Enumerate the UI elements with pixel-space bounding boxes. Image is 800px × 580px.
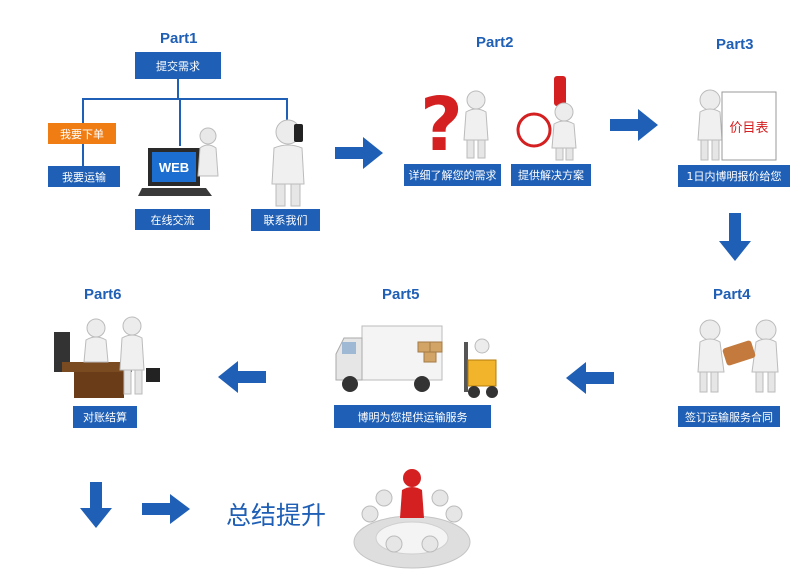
online-chat-box[interactable]: 在线交流 <box>135 209 210 230</box>
provide-solution-box[interactable]: 提供解决方案 <box>511 164 591 186</box>
laptop-person-icon: WEB <box>138 127 219 196</box>
price-list-sign: 价目表 <box>729 121 768 136</box>
learn-needs-box[interactable]: 详细了解您的需求 <box>404 164 501 186</box>
arrow-right-icon <box>610 109 658 141</box>
question-mark-person-icon: ? <box>420 82 489 168</box>
summary-title: 总结提升 <box>226 501 327 530</box>
part6-title: Part6 <box>84 286 122 303</box>
connector-right <box>286 98 288 126</box>
arrow-down-icon <box>80 482 112 528</box>
transport-service-box[interactable]: 博明为您提供运输服务 <box>334 405 491 428</box>
arrow-left-icon <box>218 361 266 393</box>
arrow-right-icon <box>142 494 190 524</box>
svg-text:?: ? <box>420 82 463 168</box>
contract-handshake-icon <box>697 319 779 393</box>
part3-title: Part3 <box>716 36 754 53</box>
arrow-down-icon <box>719 213 751 261</box>
arrow-left-icon <box>566 362 614 394</box>
connector-horizontal <box>82 98 288 100</box>
quote-box[interactable]: 1日内博明报价给您 <box>678 165 790 187</box>
price-list-person-icon: 价目表 <box>697 89 777 161</box>
phone-person-icon <box>271 119 305 207</box>
part5-title: Part5 <box>382 286 420 303</box>
transport-box[interactable]: 我要运输 <box>48 166 120 187</box>
part2-title: Part2 <box>476 34 514 51</box>
contact-us-box[interactable]: 联系我们 <box>251 209 320 231</box>
arrow-right-icon <box>335 137 383 169</box>
connector-mid <box>179 98 181 146</box>
part4-title: Part4 <box>713 286 751 303</box>
solution-person-icon <box>516 76 577 161</box>
sign-contract-box[interactable]: 签订运输服务合同 <box>678 406 780 427</box>
truck-forklift-icon <box>335 325 498 398</box>
place-order-box[interactable]: 我要下单 <box>48 123 116 144</box>
part1-title: Part1 <box>160 30 198 47</box>
submit-request-box[interactable]: 提交需求 <box>135 52 221 79</box>
team-circle-icon <box>353 469 471 569</box>
settlement-desk-icon <box>54 316 160 398</box>
settle-accounts-box[interactable]: 对账结算 <box>73 406 137 428</box>
connector-trunk <box>177 79 179 99</box>
web-screen-text: WEB <box>159 160 189 175</box>
